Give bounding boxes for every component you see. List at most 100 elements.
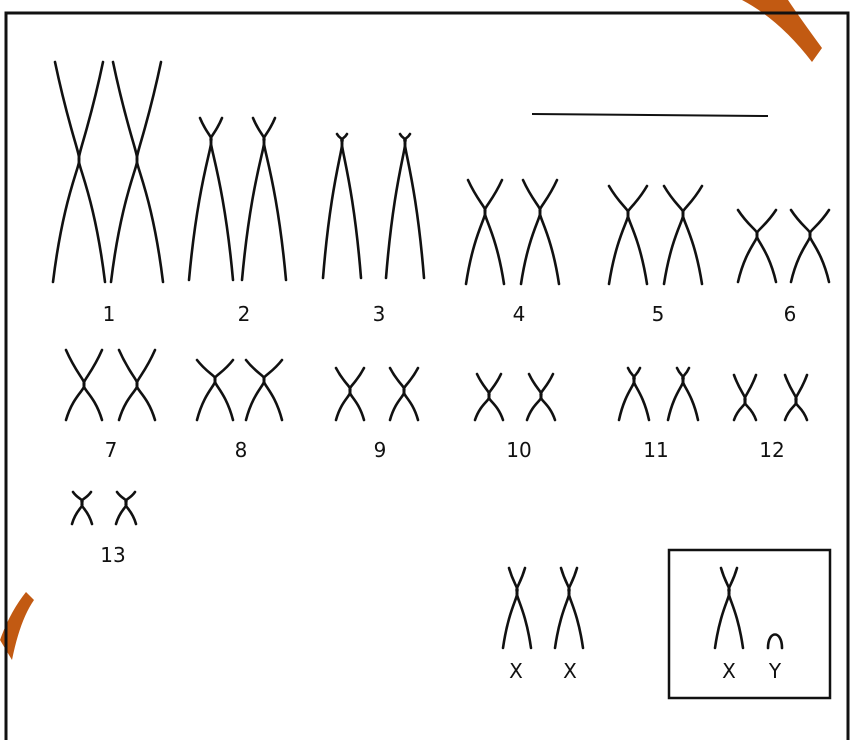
chromosome-1b-arm: [109, 60, 139, 284]
chromosome-5b-arm: [681, 184, 704, 286]
chromosome-5a: [607, 184, 649, 286]
chromosome-5b: [662, 184, 704, 286]
chromosome-6b-arm: [808, 208, 831, 284]
chromosome-8a-arm: [213, 358, 235, 422]
chromosome-7b-arm: [135, 348, 157, 422]
sex-chromosome-label-x-male: X: [722, 659, 736, 683]
figure-frame: [4, 11, 850, 740]
chromosome-6a: [736, 208, 778, 284]
chromosome-label-9: 9: [374, 438, 387, 462]
chromosome-label-1: 1: [103, 302, 116, 326]
chromosome-x-male: [713, 566, 745, 650]
chromosome-layer: [51, 60, 831, 650]
chromosome-x-female-2-arm: [553, 566, 571, 650]
male-sex-chromosome-box: [667, 548, 832, 700]
chromosome-x-female-2: [553, 566, 585, 650]
chromosome-6b-arm: [789, 208, 812, 284]
chromosome-x-female-1-arm: [501, 566, 519, 650]
chromosome-label-3: 3: [373, 302, 386, 326]
chromosome-3b-arm: [403, 132, 426, 280]
chromosome-13b-arm: [114, 490, 128, 526]
chromosome-11a: [617, 366, 651, 422]
chromosome-x-female-1-arm: [515, 566, 533, 650]
chromosome-8a: [195, 358, 235, 422]
chromosome-label-5: 5: [652, 302, 665, 326]
chromosome-7a-arm: [64, 348, 86, 422]
chromosome-3b-arm: [384, 132, 407, 280]
chromosome-5a-arm: [626, 184, 649, 286]
chromosome-label-8: 8: [235, 438, 248, 462]
chromosome-12a: [732, 373, 758, 422]
chromosome-4a: [464, 178, 506, 286]
chromosome-label-4: 4: [513, 302, 526, 326]
chromosome-11b-arm: [681, 366, 700, 422]
chromosome-label-12: 12: [759, 438, 784, 462]
chromosome-4a-arm: [464, 178, 487, 286]
chromosome-3b: [384, 132, 426, 280]
chromosome-9b-arm: [402, 366, 420, 422]
chromosome-7b-arm: [117, 348, 139, 422]
chromosome-11b-arm: [666, 366, 685, 422]
chromosome-2b-arm: [262, 116, 288, 282]
chromosome-13a: [70, 490, 94, 526]
chromosome-1b: [109, 60, 165, 284]
chromosome-label-13: 13: [100, 543, 125, 567]
chromosome-label-10: 10: [506, 438, 531, 462]
chromosome-2a-arm: [187, 116, 213, 282]
chromosome-13b-arm: [124, 490, 138, 526]
chromosome-1a-arm: [77, 60, 107, 284]
chromosome-9a: [334, 366, 366, 422]
chromosome-3a-arm: [321, 132, 344, 280]
chromosome-6b: [789, 208, 831, 284]
chromosome-1b-arm: [135, 60, 165, 284]
chromosome-4b-arm: [538, 178, 561, 286]
chromosome-13b: [114, 490, 138, 526]
chromosome-x-female-1: [501, 566, 533, 650]
chromosome-label-2: 2: [238, 302, 251, 326]
chromosome-13a-arm: [80, 490, 94, 526]
chromosome-6a-arm: [755, 208, 778, 284]
chromosome-9b-arm: [388, 366, 406, 422]
chromosome-9a-arm: [334, 366, 352, 422]
chromosome-13a-arm: [70, 490, 84, 526]
chromosome-y: [766, 633, 784, 650]
chromosome-1a: [51, 60, 107, 284]
chromosome-label-11: 11: [643, 438, 668, 462]
chromosome-label-7: 7: [105, 438, 118, 462]
chromosome-2a-arm: [209, 116, 235, 282]
chromosome-10a-arm: [473, 372, 491, 422]
chromosome-5b-arm: [662, 184, 685, 286]
sex-chromosome-label-x-female-2: X: [563, 659, 577, 683]
chromosome-5a-arm: [607, 184, 630, 286]
chromosome-12b: [783, 373, 809, 422]
chromosome-12b-arm: [783, 373, 798, 422]
chromosome-8b-arm: [262, 358, 284, 422]
chromosome-label-6: 6: [784, 302, 797, 326]
chromosome-9b: [388, 366, 420, 422]
chromosome-10b-arm: [525, 372, 543, 422]
chromosome-12a-arm: [743, 373, 758, 422]
sex-chromosome-label-x-female-1: X: [509, 659, 523, 683]
chromosome-2b-arm: [240, 116, 266, 282]
chromosome-8b-arm: [244, 358, 266, 422]
chromosome-10a-arm: [487, 372, 505, 422]
chromosome-10b-arm: [539, 372, 557, 422]
chromosome-7a-arm: [82, 348, 104, 422]
chromosome-7a: [64, 348, 104, 422]
sex-chromosome-label-y: Y: [768, 659, 782, 683]
chromosome-x-male-arm: [727, 566, 745, 650]
chromosome-10b: [525, 372, 557, 422]
corner-swoosh-top-right: [742, 0, 822, 62]
chromosome-3a-arm: [340, 132, 363, 280]
chromosome-2b: [240, 116, 288, 282]
chromosome-4b: [519, 178, 561, 286]
scale-bar: [531, 113, 769, 117]
chromosome-x-female-2-arm: [567, 566, 585, 650]
chromosome-10a: [473, 372, 505, 422]
edge-swoosh-left: [0, 592, 34, 660]
chromosome-12b-arm: [794, 373, 809, 422]
chromosome-12a-arm: [732, 373, 747, 422]
chromosome-4b-arm: [519, 178, 542, 286]
chromosome-7b: [117, 348, 157, 422]
